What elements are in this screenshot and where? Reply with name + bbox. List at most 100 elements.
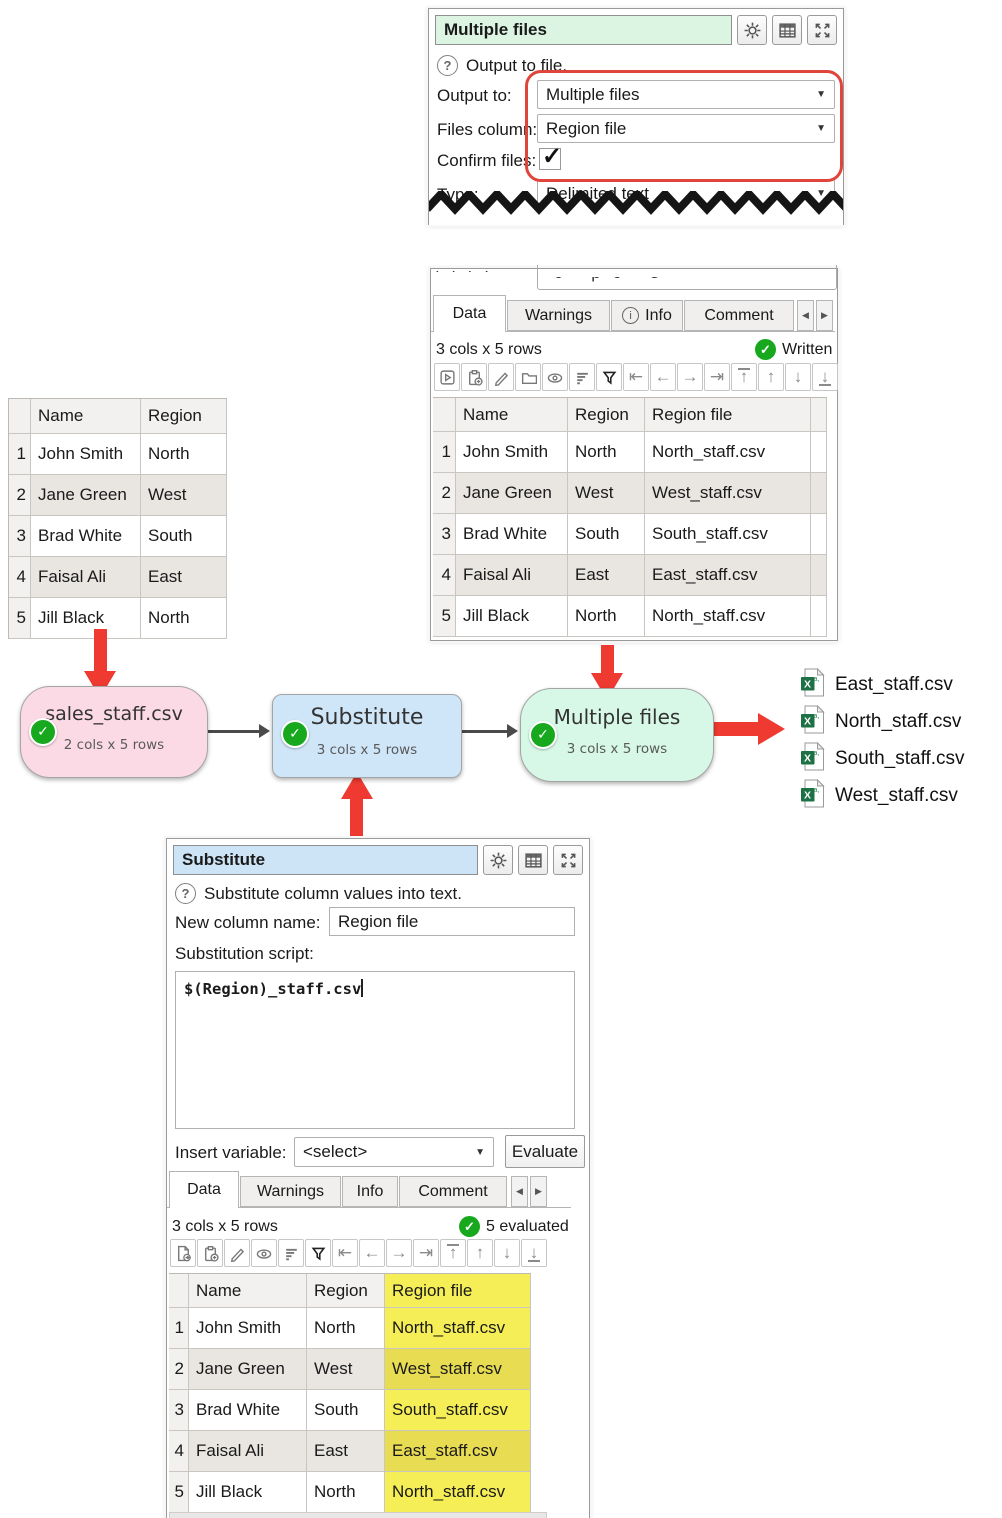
column-header: Name [456, 398, 568, 432]
confirm-files-checkbox[interactable]: ✓ [539, 143, 562, 170]
preview-eye-icon[interactable] [251, 1239, 277, 1267]
column-header: Region [307, 1274, 385, 1308]
table-cell: John Smith [189, 1308, 307, 1349]
text-cursor [361, 979, 363, 997]
row-down-icon[interactable]: ↓ [494, 1239, 520, 1267]
tab-scroll-left-icon[interactable]: ◀ [511, 1176, 528, 1207]
insert-variable-dropdown[interactable]: <select> ▼ [294, 1137, 494, 1167]
row-down-icon[interactable]: ↓ [785, 363, 811, 391]
column-header: Name [31, 399, 141, 434]
table-cell: North [307, 1472, 385, 1513]
node-label: Substitute [310, 705, 424, 730]
tab-scroll-right-icon[interactable]: ▶ [530, 1176, 547, 1207]
row-top-icon[interactable]: ↑ [731, 363, 757, 391]
expand-icon[interactable] [553, 845, 583, 875]
col-left-icon[interactable]: ← [650, 363, 676, 391]
checkmark-icon: ✓ [542, 143, 563, 170]
expand-icon[interactable] [807, 15, 837, 45]
node-check-icon [529, 721, 557, 749]
row-top-icon[interactable]: ↑ [440, 1239, 466, 1267]
edit-pencil-icon[interactable] [224, 1239, 250, 1267]
col-first-icon[interactable]: ⇤ [332, 1239, 358, 1267]
written-status-text: Written [782, 340, 833, 358]
row-number: 5 [9, 598, 31, 639]
table-cell: West [307, 1349, 385, 1390]
tab-data[interactable]: Data [433, 295, 506, 332]
row-number: 3 [169, 1390, 189, 1431]
edit-pencil-icon[interactable] [488, 363, 514, 391]
output-panel: Multiple files ? Output to file. Output … [428, 8, 844, 225]
substitute-panel-titlebar: Substitute [173, 845, 583, 875]
row-bottom-icon[interactable]: ↓ [521, 1239, 547, 1267]
tab-label: Comment [704, 306, 774, 324]
success-check-icon [459, 1216, 480, 1237]
node-size-text: 3 cols x 5 rows [316, 742, 418, 758]
table-corner [169, 1274, 189, 1308]
node-sales-staff-csv[interactable]: sales_staff.csv 2 cols x 5 rows [20, 686, 208, 778]
script-text: $(Region)_staff.csv [184, 980, 362, 998]
col-last-icon[interactable]: ⇥ [413, 1239, 439, 1267]
table-view-icon[interactable] [772, 15, 802, 45]
table-cell: North [141, 434, 227, 475]
svg-text:a,: a, [814, 750, 820, 757]
col-right-icon[interactable]: → [677, 363, 703, 391]
tab-info[interactable]: i Info [611, 300, 683, 331]
table-cell: Jane Green [189, 1349, 307, 1390]
new-column-name-input[interactable]: Region file [329, 907, 575, 936]
sort-bars-icon[interactable] [569, 363, 595, 391]
sort-bars-icon[interactable] [278, 1239, 304, 1267]
row-up-icon[interactable]: ↑ [467, 1239, 493, 1267]
play-icon[interactable] [434, 363, 460, 391]
row-up-icon[interactable]: ↑ [758, 363, 784, 391]
paste-special-icon[interactable] [461, 363, 487, 391]
row-bottom-icon[interactable]: ↓ [812, 363, 838, 391]
table-view-icon[interactable] [518, 845, 548, 875]
chevron-down-icon: ▼ [816, 89, 826, 100]
table-cell: West_staff.csv [645, 473, 811, 514]
node-substitute[interactable]: Substitute 3 cols x 5 rows [272, 694, 462, 778]
tab-data[interactable]: Data [169, 1171, 239, 1208]
filter-funnel-icon[interactable] [305, 1239, 331, 1267]
paste-special-icon[interactable] [197, 1239, 223, 1267]
excel-csv-file-icon: a,X [800, 778, 825, 814]
tab-warnings[interactable]: Warnings [240, 1176, 341, 1207]
preview-eye-icon[interactable] [542, 363, 568, 391]
tab-warnings[interactable]: Warnings [507, 300, 610, 331]
evaluate-button[interactable]: Evaluate [505, 1135, 585, 1168]
tab-scroll-left-icon[interactable]: ◀ [797, 300, 814, 331]
substitute-panel-title-input[interactable]: Substitute [173, 845, 478, 875]
tab-comment[interactable]: Comment [684, 300, 794, 331]
table-cell: East_staff.csv [645, 555, 811, 596]
table-cell: Faisal Ali [31, 557, 141, 598]
svg-text:X: X [804, 752, 811, 764]
col-left-icon[interactable]: ← [359, 1239, 385, 1267]
svg-text:a,: a, [814, 676, 820, 683]
help-question-icon[interactable]: ? [437, 55, 458, 76]
tab-comment[interactable]: Comment [399, 1176, 507, 1207]
col-last-icon[interactable]: ⇥ [704, 363, 730, 391]
settings-gear-icon[interactable] [737, 15, 767, 45]
files-column-dropdown[interactable]: Region file ▼ [537, 114, 835, 143]
table-cell: Jill Black [31, 598, 141, 639]
node-multiple-files[interactable]: Multiple files 3 cols x 5 rows [520, 688, 714, 782]
settings-gear-icon[interactable] [483, 845, 513, 875]
folder-icon[interactable] [515, 363, 541, 391]
substitution-script-textarea[interactable]: $(Region)_staff.csv [175, 971, 575, 1129]
output-to-dropdown[interactable]: Multiple files ▼ [537, 80, 835, 109]
table-corner [9, 399, 31, 434]
table-cell: North [568, 596, 645, 637]
column-header: Region file [645, 398, 811, 432]
svg-text:a,: a, [814, 713, 820, 720]
col-right-icon[interactable]: → [386, 1239, 412, 1267]
tab-info[interactable]: Info [342, 1176, 398, 1207]
help-question-icon[interactable]: ? [175, 883, 196, 904]
new-file-icon[interactable] [170, 1239, 196, 1267]
col-first-icon[interactable]: ⇤ [623, 363, 649, 391]
horizontal-scrollbar[interactable] [169, 1512, 547, 1518]
tab-scroll-right-icon[interactable]: ▶ [816, 300, 833, 331]
filter-funnel-icon[interactable] [596, 363, 622, 391]
output-panel-title-input[interactable]: Multiple files [435, 15, 732, 45]
